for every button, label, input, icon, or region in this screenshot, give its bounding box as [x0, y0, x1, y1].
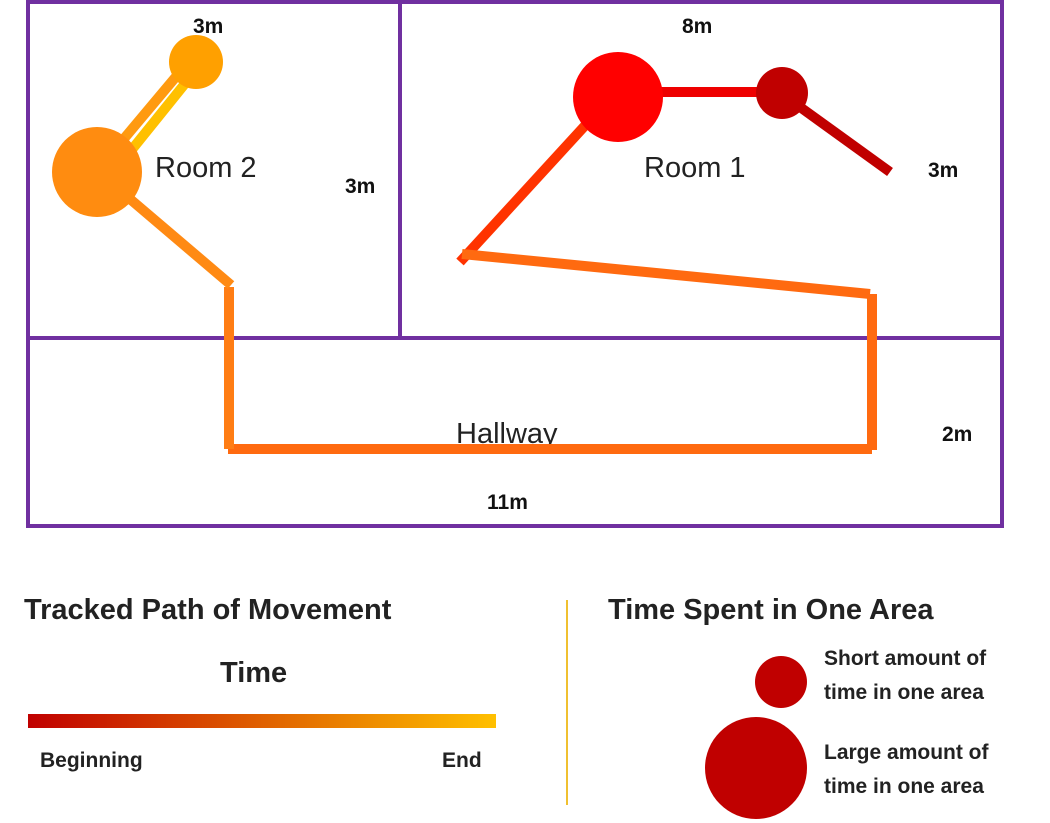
gradient-end-label: End — [442, 749, 482, 772]
time-gradient-bar — [28, 714, 496, 728]
time-spent-legend-title: Time Spent in One Area — [608, 594, 934, 626]
room2-width-label: 3m — [193, 15, 224, 38]
room1-width-label: 8m — [682, 15, 713, 38]
hallway-label: Hallway — [456, 418, 558, 444]
room1-height-label: 3m — [928, 159, 959, 182]
large-time-label-line2: time in one area — [824, 775, 984, 798]
room1-label: Room 1 — [644, 152, 746, 184]
large-time-label-line1: Large amount of — [824, 741, 989, 764]
room2-height-label: 3m — [345, 175, 376, 198]
short-time-label-line2: time in one area — [824, 681, 984, 704]
dwell-point-large — [573, 52, 663, 142]
legend-divider — [566, 600, 568, 805]
path-segment — [456, 114, 596, 266]
hallway-height-label: 2m — [942, 423, 973, 446]
movement-path — [92, 56, 893, 454]
path-legend-subtitle: Time — [220, 657, 288, 689]
dwell-point-small — [756, 67, 808, 119]
path-segment — [461, 249, 871, 299]
room2-label: Room 2 — [155, 152, 257, 184]
short-time-circle — [755, 656, 807, 708]
large-time-circle — [705, 717, 807, 819]
gradient-start-label: Beginning — [40, 749, 143, 772]
dwell-point-small — [169, 35, 223, 89]
dwell-point-large — [52, 127, 142, 217]
outer-wall — [26, 0, 1004, 528]
short-time-label-line1: Short amount of — [824, 647, 987, 670]
path-legend-title: Tracked Path of Movement — [24, 594, 392, 626]
walls — [26, 0, 1004, 528]
dwell-points — [52, 35, 808, 217]
total-width-label: 11m — [487, 491, 528, 514]
